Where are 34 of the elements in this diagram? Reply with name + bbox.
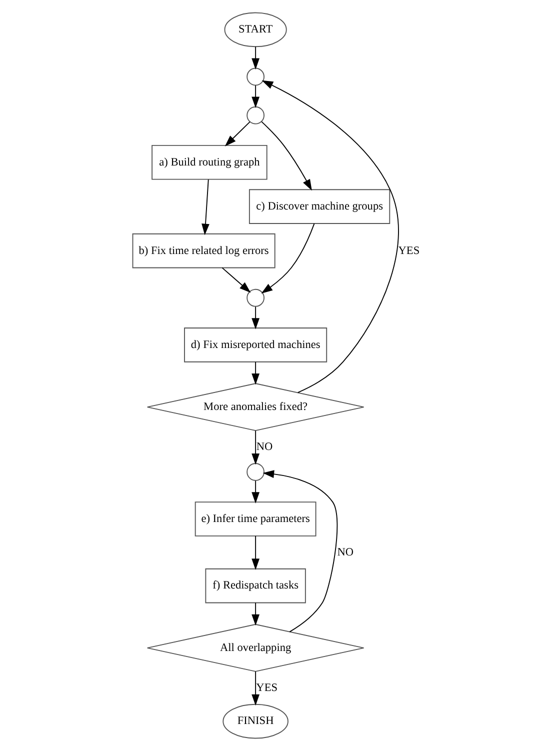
arrow (251, 480, 260, 504)
node-box: d) Fix misreported machines (184, 328, 327, 362)
node-box: b) Fix time related log errors (132, 233, 275, 268)
arrow (261, 80, 398, 394)
edge-label: YES (256, 682, 278, 694)
node-box: c) Discover machine groups (248, 189, 390, 224)
node-ellipse: START (224, 12, 286, 48)
node-ellipse: FINISH (222, 704, 288, 739)
edge-label: YES (398, 244, 420, 257)
arrow (260, 223, 314, 294)
arrow (251, 306, 260, 330)
arrow (251, 46, 260, 70)
arrow (251, 362, 260, 385)
node-box: e) Infer time parameters (194, 502, 316, 536)
arrow (251, 85, 260, 108)
arrow (221, 267, 250, 293)
arrow (251, 671, 260, 706)
node-circle (246, 68, 264, 86)
edge-label: NO (256, 440, 272, 453)
arrow (251, 602, 260, 626)
edge-label: NO (336, 546, 354, 558)
node-box: f) Redispatch tasks (204, 568, 306, 604)
arrow (251, 430, 260, 465)
node-diamond: All overlapping (146, 624, 364, 672)
node-box: a) Build routing graph (151, 144, 267, 180)
arrow (260, 121, 312, 191)
arrow (224, 121, 250, 146)
node-circle (246, 463, 264, 481)
arrow (201, 179, 209, 236)
node-circle (246, 288, 264, 307)
node-diamond: More anomalies fixed? (146, 383, 364, 432)
arrow (262, 470, 338, 632)
node-circle (246, 106, 264, 124)
arrow (251, 536, 260, 570)
